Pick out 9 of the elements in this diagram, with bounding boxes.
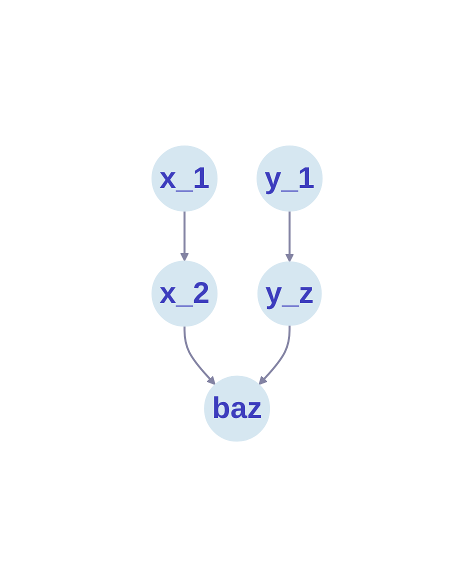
arrow bbox=[183, 326, 216, 386]
arrow bbox=[258, 326, 291, 386]
node-circle: y_1 bbox=[256, 146, 323, 212]
node-circle: x_2 bbox=[151, 260, 218, 328]
arrow bbox=[285, 211, 294, 263]
node-circle: y_z bbox=[257, 262, 322, 326]
node-circle: baz bbox=[204, 376, 270, 442]
node-circle: x_1 bbox=[151, 146, 218, 212]
arrow bbox=[180, 211, 189, 262]
